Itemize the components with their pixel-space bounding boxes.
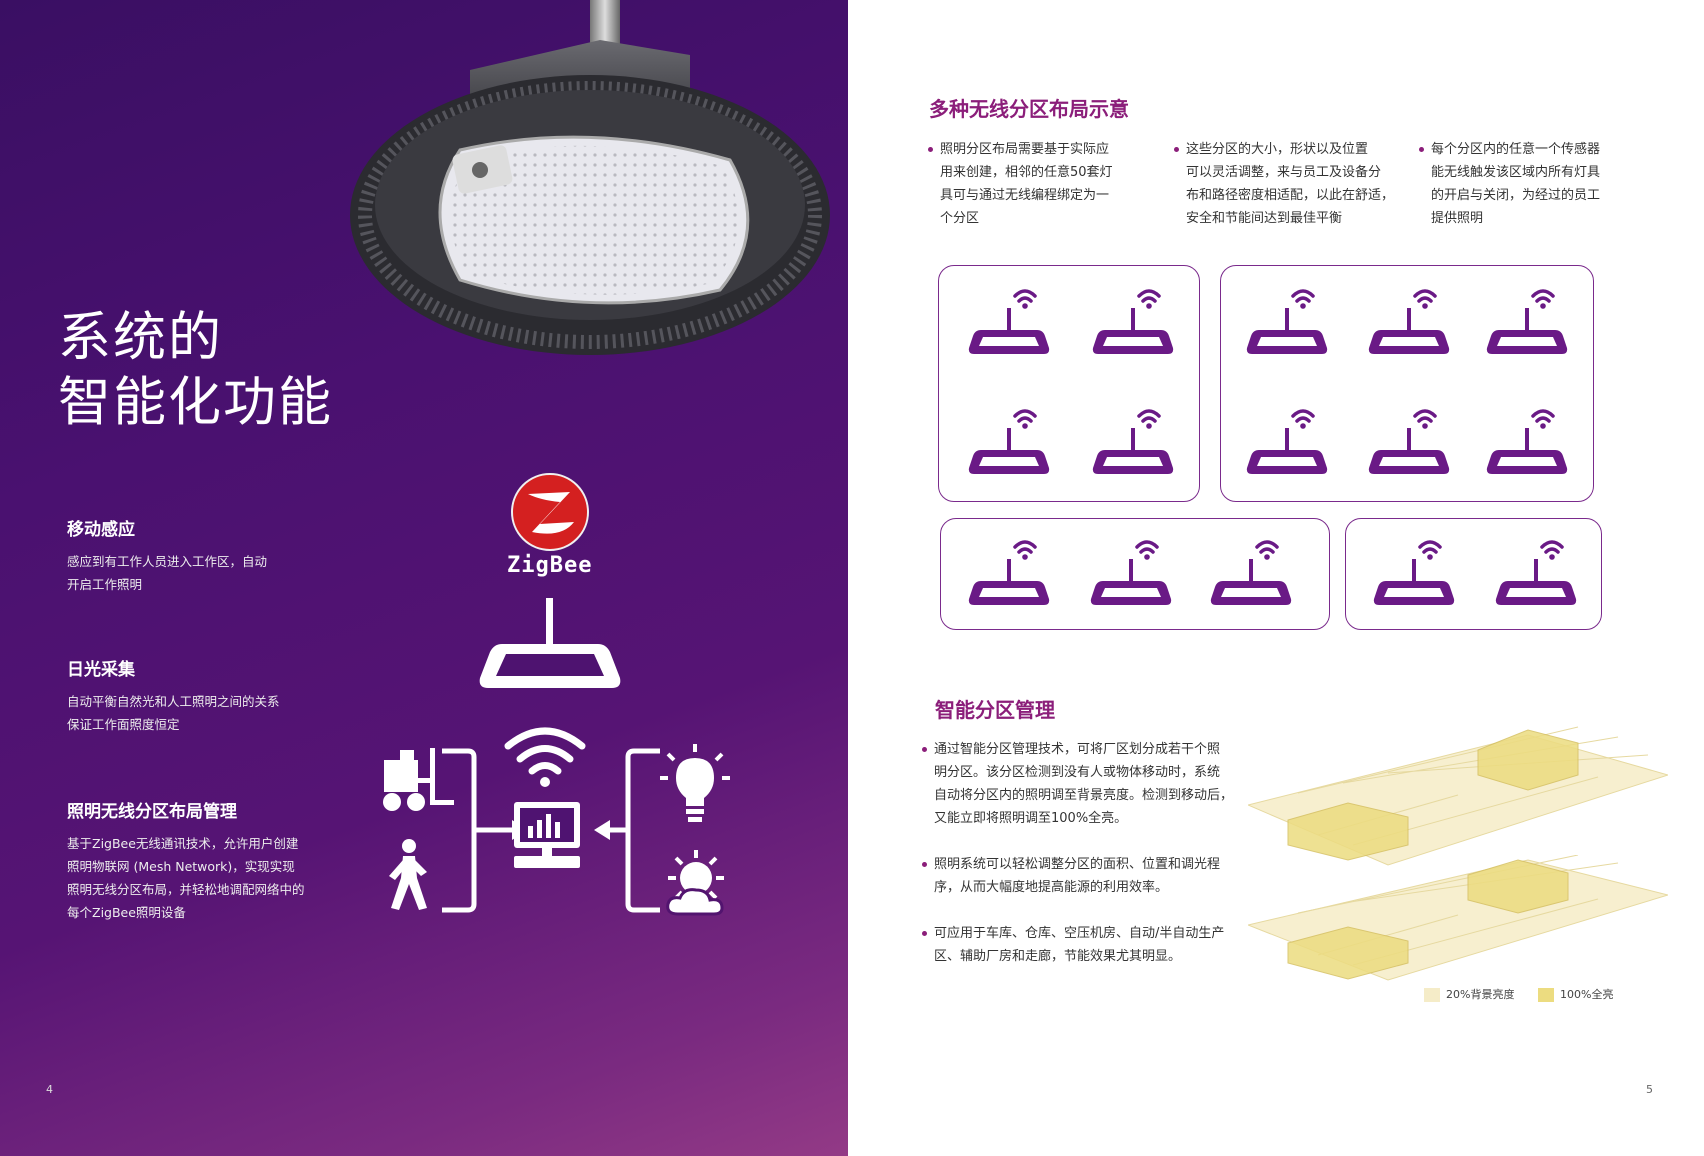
- feature-title: 照明无线分区布局管理: [67, 802, 237, 822]
- left-page: 系统的 智能化功能 移动感应 感应到有工作人员进入工作区，自动 开启工作照明 日…: [0, 0, 848, 1156]
- legend-swatch-full: [1538, 988, 1554, 1002]
- zone-lamp-icon: [1359, 402, 1459, 482]
- bullet-smart-zone-1: 通过智能分区管理技术，可将厂区划分成若干个照 明分区。该分区检测到没有人或物体移…: [922, 738, 1254, 830]
- bullet-sensor-trigger: 每个分区内的任意一个传感器 能无线触发该区域内所有灯具 的开启与关闭，为经过的员…: [1419, 138, 1646, 230]
- title-line-2: 智能化功能: [58, 372, 333, 433]
- zone-lamp-icon: [959, 402, 1059, 482]
- input-arrow-right: [594, 748, 660, 913]
- bullet-zone-creation: 照明分区布局需要基于实际应 用来创建，相邻的任意50套灯 具可与通过无线编程绑定…: [928, 138, 1155, 230]
- feature-motion-sensing: 移动感应 感应到有工作人员进入工作区，自动 开启工作照明: [67, 515, 267, 596]
- zone-lamp-icon: [959, 282, 1059, 362]
- feature-title: 移动感应: [67, 520, 135, 540]
- zone-lamp-icon: [1081, 533, 1181, 613]
- zone-lamp-icon: [1083, 402, 1183, 482]
- zone-lamp-icon: [1477, 402, 1577, 482]
- walking-person-icon: [389, 839, 427, 910]
- sun-cloud-icon: [666, 850, 724, 916]
- page-title: 系统的 智能化功能: [58, 305, 333, 435]
- zone-lamp-icon: [1477, 282, 1577, 362]
- floor-plan-illustration-1: [1248, 726, 1668, 866]
- section-title-smart-zone: 智能分区管理: [935, 698, 1055, 722]
- zone-lamp-icon: [1364, 533, 1464, 613]
- zone-box-2: [1220, 265, 1594, 502]
- zone-lamp-icon: [1237, 282, 1337, 362]
- zigbee-label: ZigBee: [507, 553, 593, 578]
- zone-box-3: [940, 518, 1330, 630]
- legend-label: 20%背景亮度: [1446, 988, 1515, 1001]
- lamp-icon: [479, 598, 621, 688]
- zone-lamp-icon: [1486, 533, 1586, 613]
- zone-lamp-icon: [1201, 533, 1301, 613]
- monitor-chart-icon: [514, 802, 580, 868]
- feature-desc: 感应到有工作人员进入工作区，自动 开启工作照明: [67, 554, 268, 592]
- legend-swatch-background: [1424, 988, 1440, 1002]
- legend-full: 100%全亮: [1538, 986, 1613, 1002]
- lightbulb-icon: [660, 744, 730, 822]
- bullet-smart-zone-2: 照明系统可以轻松调整分区的面积、位置和调光程 序，从而大幅度地提高能源的利用效率…: [922, 853, 1254, 899]
- legend-background: 20%背景亮度: [1424, 986, 1514, 1002]
- feature-desc: 基于ZigBee无线通讯技术，允许用户创建 照明物联网 (Mesh Networ…: [67, 836, 305, 920]
- feature-title: 日光采集: [67, 660, 135, 680]
- wifi-icon: [504, 727, 586, 787]
- zone-lamp-icon: [959, 533, 1059, 613]
- page-number-right: 5: [1646, 1083, 1653, 1096]
- bullet-zone-adjust: 这些分区的大小，形状以及位置 可以灵活调整，来与员工及设备分 布和路径密度相适配…: [1174, 138, 1411, 230]
- high-bay-lamp-photo: [350, 0, 830, 355]
- zone-box-4: [1345, 518, 1602, 630]
- floor-plan-illustration-2: [1248, 855, 1668, 981]
- title-line-1: 系统的: [58, 307, 223, 368]
- zone-lamp-icon: [1083, 282, 1183, 362]
- forklift-icon: [383, 748, 454, 811]
- feature-desc: 自动平衡自然光和人工照明之间的关系 保证工作面照度恒定: [67, 694, 280, 732]
- feature-wireless-zoning: 照明无线分区布局管理 基于ZigBee无线通讯技术，允许用户创建 照明物联网 (…: [67, 797, 305, 924]
- zone-box-1: [938, 265, 1200, 502]
- section-title-wireless-zones: 多种无线分区布局示意: [929, 97, 1129, 121]
- legend-label: 100%全亮: [1560, 988, 1614, 1001]
- right-page: 多种无线分区布局示意 照明分区布局需要基于实际应 用来创建，相邻的任意50套灯 …: [848, 0, 1704, 1156]
- zone-lamp-icon: [1237, 402, 1337, 482]
- zone-lamp-icon: [1359, 282, 1459, 362]
- feature-daylight-harvesting: 日光采集 自动平衡自然光和人工照明之间的关系 保证工作面照度恒定: [67, 655, 280, 736]
- page-number-left: 4: [46, 1083, 53, 1096]
- zigbee-logo-icon: [511, 473, 589, 551]
- bullet-smart-zone-3: 可应用于车库、仓库、空压机房、自动/半自动生产 区、辅助厂房和走廊，节能效果尤其…: [922, 922, 1254, 968]
